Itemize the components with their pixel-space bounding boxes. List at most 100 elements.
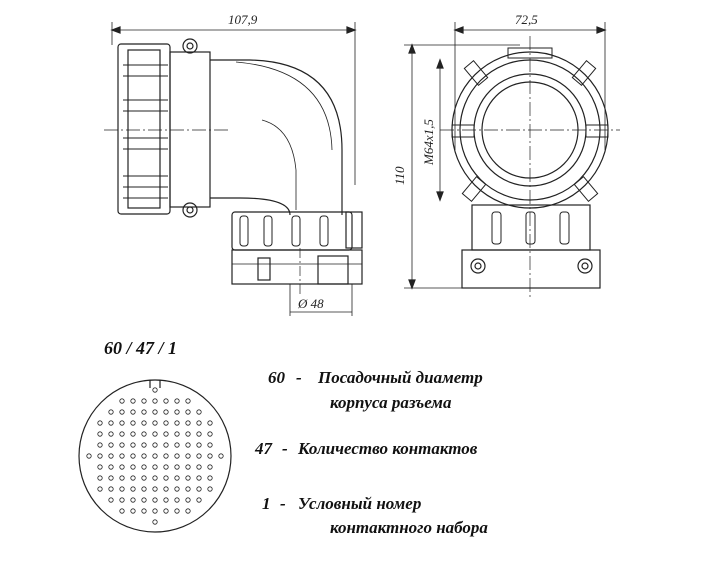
contact-pin [152,442,158,448]
contact-pin [130,464,136,470]
contact-pin [108,464,114,470]
contact-pin [185,442,191,448]
legend-dash: - [280,494,286,513]
contact-pin [130,409,136,415]
contact-pin [152,431,158,437]
legend-line2: корпуса разъема [330,393,452,412]
contact-pin [174,442,180,448]
contact-pin [130,442,136,448]
contact-pin [97,453,103,459]
contact-pin [108,409,114,415]
contact-pin [196,453,202,459]
contact-pin [152,464,158,470]
dim-width-total: 107,9 [228,12,258,27]
contact-pin [108,497,114,503]
contact-pin [130,508,136,514]
contact-pin [97,486,103,492]
legend-line1: Условный номер [298,494,422,513]
contact-pin [119,497,125,503]
contact-pin [174,431,180,437]
contact-pin [97,442,103,448]
contact-pin [218,453,224,459]
contact-pin [163,431,169,437]
contact-pin [130,398,136,404]
contact-pin [141,475,147,481]
contact-pin [207,453,213,459]
dim-thread: M64x1,5 [421,119,436,166]
contact-pin [141,464,147,470]
legend-number: 47 [255,439,272,458]
dim-width-front: 72,5 [515,12,538,27]
contact-pin [207,431,213,437]
contact-pin [141,420,147,426]
contact-pin [108,431,114,437]
contact-pin [196,442,202,448]
contact-pin [119,475,125,481]
contact-pin [152,475,158,481]
contact-pin [108,453,114,459]
contact-pin [152,420,158,426]
contact-pin [174,497,180,503]
contact-pin [163,453,169,459]
contact-pin [108,475,114,481]
contact-pin [163,409,169,415]
contact-pin [163,442,169,448]
contact-pin [97,431,103,437]
contact-pin [119,420,125,426]
contact-pin [174,409,180,415]
contact-pin [174,398,180,404]
contact-pin [108,442,114,448]
contact-pin [185,398,191,404]
contact-pin [152,409,158,415]
contact-pin [174,508,180,514]
legend-line1: Посадочный диаметр [318,368,483,387]
contact-pin [163,486,169,492]
contact-pin [163,464,169,470]
contact-pin [185,486,191,492]
contact-pin [196,420,202,426]
contact-pin [163,420,169,426]
contact-pin [119,486,125,492]
legend-number: 1 [262,494,271,513]
contact-pin [207,420,213,426]
contact-pin [207,442,213,448]
contact-pin [119,464,125,470]
contact-pin [119,431,125,437]
contact-pin [185,409,191,415]
connector-code: 60 / 47 / 1 [104,338,178,358]
dim-height-total: 110 [392,166,407,185]
contact-pin [196,464,202,470]
contact-pin [196,475,202,481]
contact-pin [119,508,125,514]
contact-pin [196,497,202,503]
contact-pin [141,497,147,503]
contact-face [78,379,232,533]
contact-pin [152,497,158,503]
contact-pin [130,453,136,459]
contact-pin [185,497,191,503]
contact-pin [97,475,103,481]
legend-number: 60 [268,368,285,387]
contact-pin [141,431,147,437]
contact-pin [97,464,103,470]
contact-pin [130,497,136,503]
side-view [104,22,363,316]
contact-pin [119,398,125,404]
contact-pin [185,453,191,459]
contact-pin [130,486,136,492]
contact-pin [130,420,136,426]
contact-pin [196,486,202,492]
contact-pin [152,387,158,393]
contact-pin [163,508,169,514]
contact-pin [119,409,125,415]
contact-pin [108,420,114,426]
contact-pin [163,497,169,503]
contact-pin [174,420,180,426]
contact-pin [185,420,191,426]
contact-pin [174,486,180,492]
contact-pin [141,508,147,514]
contact-pin [141,409,147,415]
contact-pin [152,519,158,525]
